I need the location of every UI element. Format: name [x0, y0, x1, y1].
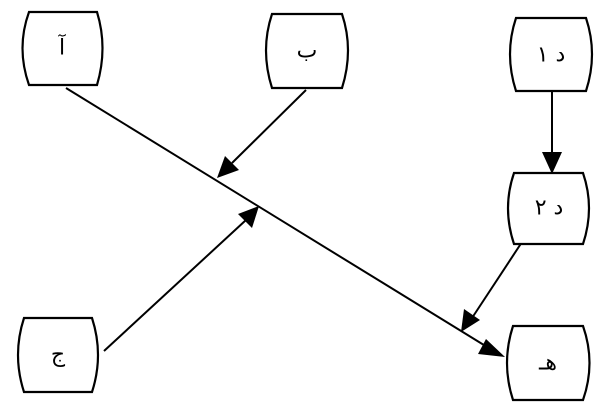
nodes: آ ب د ۱ د ۲ ج هـ: [16, 10, 594, 402]
node-b-label: ب: [297, 39, 318, 64]
edge-a-to-h: [65, 87, 505, 357]
node-b: ب: [264, 12, 350, 90]
node-d2: د ۲: [506, 171, 591, 246]
arrow-head-a-to-h: [478, 339, 505, 357]
edge-b-to-crossing: [217, 89, 307, 178]
node-d2-label: د ۲: [535, 196, 564, 221]
node-j-label: ج: [51, 343, 66, 368]
arrow-head-d1-to-d2: [542, 152, 562, 174]
node-d1-label: د ۱: [537, 43, 566, 68]
edges: [65, 87, 562, 357]
node-a-label: آ: [58, 34, 66, 61]
arrow-head-j-to-crossing: [238, 206, 259, 228]
node-a: آ: [21, 10, 104, 87]
node-h-label: هـ: [538, 351, 557, 376]
edge-j-to-crossing: [103, 206, 259, 352]
node-d1: د ۱: [508, 16, 594, 93]
node-j: ج: [16, 316, 100, 394]
arrow-head-d2-to-h: [461, 309, 480, 332]
arrow-head-b-to-crossing: [217, 156, 239, 178]
edge-d2-to-h: [461, 241, 523, 332]
edge-d1-to-d2: [542, 92, 562, 174]
node-h: هـ: [505, 324, 591, 402]
